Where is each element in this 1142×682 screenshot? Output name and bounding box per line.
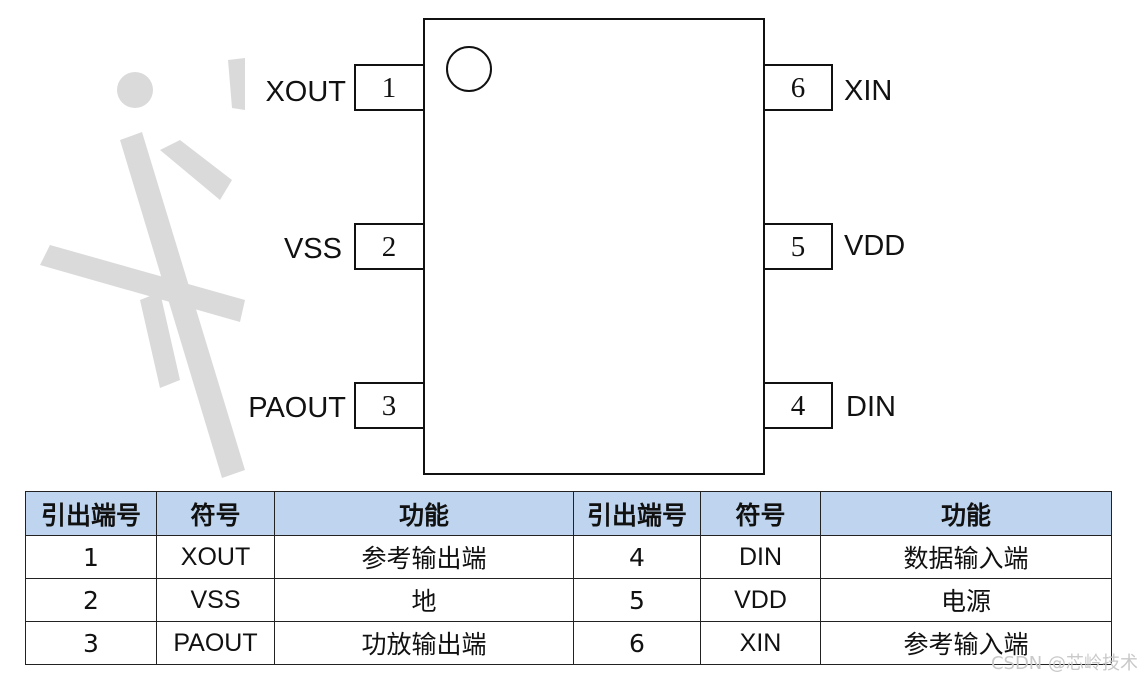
table-cell: 2 bbox=[25, 578, 157, 622]
table-header-cell: 引出端号 bbox=[25, 491, 157, 536]
table-cell: PAOUT bbox=[156, 621, 275, 665]
table-cell: DIN bbox=[700, 535, 821, 579]
table-header-row: 引出端号 符号 功能 引出端号 符号 功能 bbox=[25, 491, 1112, 536]
table-row: 3 PAOUT 功放输出端 6 XIN 参考输入端 bbox=[25, 621, 1112, 665]
table-cell: VSS bbox=[156, 578, 275, 622]
table-cell: 电源 bbox=[820, 578, 1112, 622]
watermark-shape bbox=[40, 58, 245, 478]
table-row: 1 XOUT 参考输出端 4 DIN 数据输入端 bbox=[25, 535, 1112, 579]
table-cell: VDD bbox=[700, 578, 821, 622]
table-cell: 地 bbox=[274, 578, 574, 622]
table-header-cell: 功能 bbox=[820, 491, 1112, 536]
table-cell: 4 bbox=[573, 535, 701, 579]
pin-box-5 bbox=[763, 223, 833, 270]
table-header-cell: 引出端号 bbox=[573, 491, 701, 536]
pin-label: XIN bbox=[844, 75, 892, 107]
pin-box-3 bbox=[354, 382, 425, 429]
pin-number: 6 bbox=[791, 72, 806, 104]
table-cell: 参考输出端 bbox=[274, 535, 574, 579]
pin-label: VDD bbox=[844, 230, 905, 262]
table-cell: 1 bbox=[25, 535, 157, 579]
pin-label: PAOUT bbox=[248, 392, 346, 424]
pinout-diagram: 1 2 3 6 5 4 XOUT VSS PAOUT XIN VDD DIN bbox=[40, 18, 905, 478]
table-cell: XOUT bbox=[156, 535, 275, 579]
table-cell: 3 bbox=[25, 621, 157, 665]
table-cell: 功放输出端 bbox=[274, 621, 574, 665]
watermark-text: CSDN @芯岭技术 bbox=[991, 653, 1138, 674]
pin-number: 3 bbox=[382, 390, 397, 422]
watermark: CSDN @芯岭技术 bbox=[991, 653, 1138, 674]
table-cell: 6 bbox=[573, 621, 701, 665]
pin-function-table: 引出端号 符号 功能 引出端号 符号 功能 1 XOUT 参考输出端 4 DIN… bbox=[25, 491, 1112, 665]
table-row: 2 VSS 地 5 VDD 电源 bbox=[25, 578, 1112, 622]
pin-label: VSS bbox=[284, 233, 342, 265]
chip-body bbox=[423, 18, 765, 475]
table-cell: XIN bbox=[700, 621, 821, 665]
table-header-cell: 功能 bbox=[274, 491, 574, 536]
table-cell: 参考输入端 bbox=[820, 621, 1112, 665]
pin-number: 1 bbox=[382, 72, 397, 104]
pin-number: 5 bbox=[791, 231, 806, 263]
pin-label: DIN bbox=[846, 391, 896, 423]
table-cell: 数据输入端 bbox=[820, 535, 1112, 579]
pin-box-6 bbox=[763, 64, 833, 111]
pin-number: 4 bbox=[791, 390, 806, 422]
pin-number: 2 bbox=[382, 231, 397, 263]
pin1-marker-dot bbox=[446, 46, 492, 92]
table-cell: 5 bbox=[573, 578, 701, 622]
pin-box-4 bbox=[763, 382, 833, 429]
table-header-cell: 符号 bbox=[156, 491, 275, 536]
pin-label: XOUT bbox=[265, 76, 346, 108]
pin-box-1 bbox=[354, 64, 425, 111]
pin-box-2 bbox=[354, 223, 425, 270]
table-header-cell: 符号 bbox=[700, 491, 821, 536]
